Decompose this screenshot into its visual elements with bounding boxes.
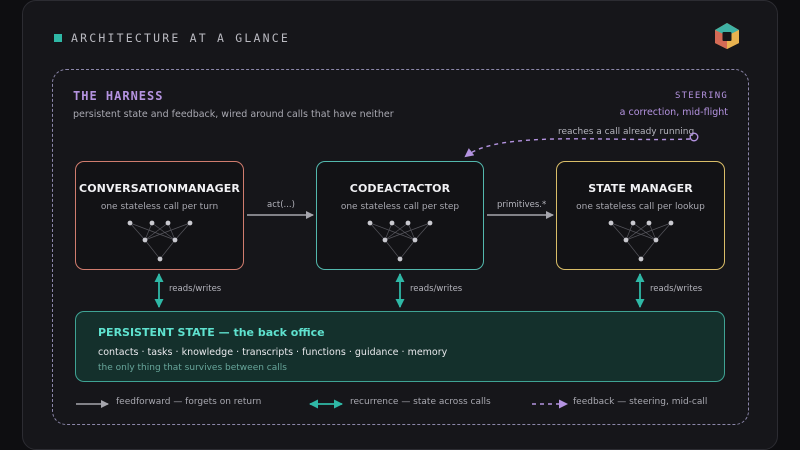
node-title: CODEACTACTOR [349, 182, 451, 195]
conversation-manager-node: CONVERSATIONMANAGER one stateless call p… [75, 161, 244, 270]
harness-subtitle: persistent state and feedback, wired aro… [73, 109, 394, 120]
steering-title: STEERING [675, 91, 728, 101]
network-icon [608, 220, 673, 262]
node-subtitle: one stateless call per step [340, 202, 460, 212]
network-icon [367, 220, 433, 262]
persistent-state-node: PERSISTENT STATE — the back office conta… [75, 311, 725, 382]
legend-feedback: feedback — steering, mid-call [573, 397, 707, 407]
page-title: ARCHITECTURE AT A GLANCE [71, 31, 290, 45]
primitives-edge-label: primitives.* [497, 200, 547, 210]
codeact-actor-node: CODEACTACTOR one stateless call per step [316, 161, 484, 270]
harness-frame [52, 69, 749, 425]
node-title: STATE MANAGER [588, 182, 693, 195]
network-icon [127, 220, 192, 262]
legend-recurrence: recurrence — state across calls [350, 397, 491, 407]
header-square-icon [54, 34, 62, 42]
steering-subtitle: a correction, mid-flight [619, 107, 728, 118]
persistent-state-title: PERSISTENT STATE — the back office [98, 326, 325, 339]
state-manager-node: STATE MANAGER one stateless call per loo… [556, 161, 725, 270]
legend-label: feedforward — forgets on return [116, 397, 262, 407]
legend-feedforward: feedforward — forgets on return [116, 397, 261, 407]
reads-writes-label: reads/writes [410, 284, 463, 294]
legend-label: feedback — steering, mid-call [573, 397, 708, 407]
node-title: CONVERSATIONMANAGER [79, 182, 240, 195]
reads-writes-label: reads/writes [650, 284, 703, 294]
header: ARCHITECTURE AT A GLANCE [54, 31, 290, 45]
reads-writes-label: reads/writes [169, 284, 222, 294]
harness-title: THE HARNESS [73, 89, 164, 103]
persistent-state-note: the only thing that survives between cal… [98, 363, 287, 373]
cube-logo-icon [715, 23, 739, 49]
act-edge-label: act(...) [267, 200, 295, 210]
legend-label: recurrence — state across calls [350, 397, 491, 407]
node-subtitle: one stateless call per lookup [576, 202, 705, 212]
node-subtitle: one stateless call per turn [100, 202, 219, 212]
steering-note: reaches a call already running [558, 127, 695, 137]
persistent-state-items: contacts · tasks · knowledge · transcrip… [98, 347, 448, 358]
